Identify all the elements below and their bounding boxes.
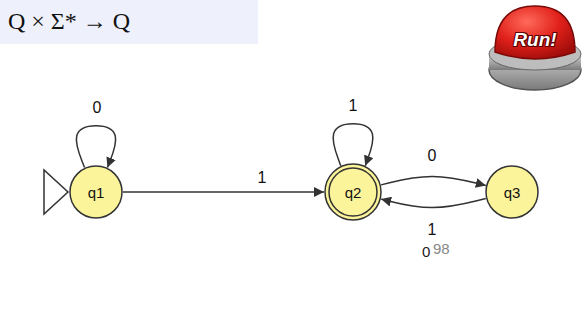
transition-arrow: [381, 176, 486, 185]
transition-symbol: 1: [426, 222, 439, 238]
stray-digit: 0: [422, 244, 430, 259]
run-button: [489, 6, 581, 90]
transition-arrow: [333, 124, 373, 166]
transition-symbol: 1: [256, 170, 269, 186]
transition-arrow: [123, 191, 324, 193]
state-name: q3: [504, 184, 521, 201]
formula: Q × Σ* → Q: [8, 9, 130, 33]
state-circle: q1: [69, 165, 123, 219]
transition-symbol: 1: [347, 98, 360, 114]
transition-arrow: [76, 126, 115, 168]
transition-symbol: 0: [91, 100, 104, 116]
state-circle: q2: [324, 163, 382, 221]
state-name: q2: [345, 184, 362, 201]
formula-background: [0, 0, 258, 44]
state-circle: q3: [485, 165, 539, 219]
state-name: q1: [88, 184, 105, 201]
button-label: Run!: [513, 30, 556, 49]
transition-symbol: 0: [426, 148, 439, 164]
transition-arrow: [381, 199, 486, 208]
start-arrow: [44, 170, 68, 214]
page-number: 98: [433, 241, 450, 256]
